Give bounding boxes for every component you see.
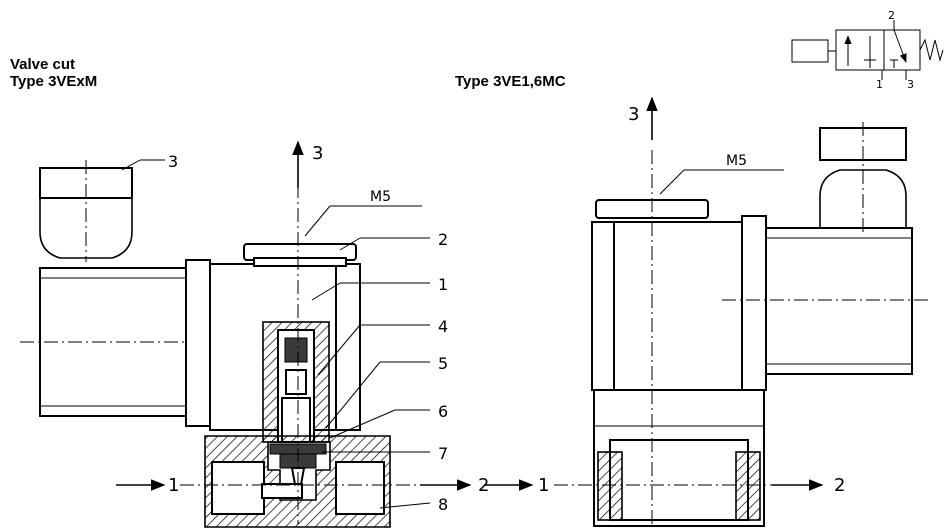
right-inlet-flange: [597, 451, 623, 521]
right-magnet-head: [591, 221, 767, 391]
right-thread-label: M5: [726, 153, 747, 169]
symbol-port-2: 2: [888, 9, 895, 22]
callout-7-label: 7: [438, 444, 448, 463]
right-outlet-label: 2: [834, 475, 845, 496]
callout-8-label: 8: [438, 495, 448, 514]
symbol-position-a: [835, 29, 885, 71]
left-outlet-label: 2: [478, 475, 489, 496]
coil-flange: [185, 259, 211, 427]
coil-housing: [39, 267, 189, 417]
inlet-port-bore: [211, 461, 265, 515]
callout-4-label: 4: [438, 317, 448, 336]
outlet-port-bore: [335, 461, 385, 515]
callout-2-label: 2: [438, 230, 448, 249]
left-inlet-label: 1: [168, 475, 179, 496]
callout-3-label: 3: [168, 152, 178, 171]
right-type-label: Type 3VE1,6MC: [455, 73, 566, 90]
right-valve-drawing: 3 M5 1 2: [484, 96, 930, 527]
left-exhaust-label: 3: [312, 143, 323, 164]
callout-5-label: 5: [438, 354, 448, 373]
solenoid-actuator-symbol: [791, 39, 829, 63]
left-thread-label: M5: [370, 189, 391, 205]
symbol-port-1: 1: [876, 78, 883, 91]
spring-return-symbol: [919, 38, 944, 62]
right-inlet-label: 1: [538, 475, 549, 496]
symbol-port-3: 3: [907, 78, 914, 91]
right-outlet-flange: [735, 451, 761, 521]
left-valve-cut-drawing: 3 1 2 M5 3 2 1 4: [20, 140, 489, 528]
valve-circuit-symbol: 2 1 3: [791, 9, 944, 91]
left-title: Valve cut: [10, 56, 76, 73]
callout-6-label: 6: [438, 402, 448, 421]
right-exhaust-label: 3: [628, 104, 639, 125]
callout-1-label: 1: [438, 275, 448, 294]
right-coil-housing: [765, 227, 913, 375]
left-type-label: Type 3VExM: [10, 73, 98, 90]
